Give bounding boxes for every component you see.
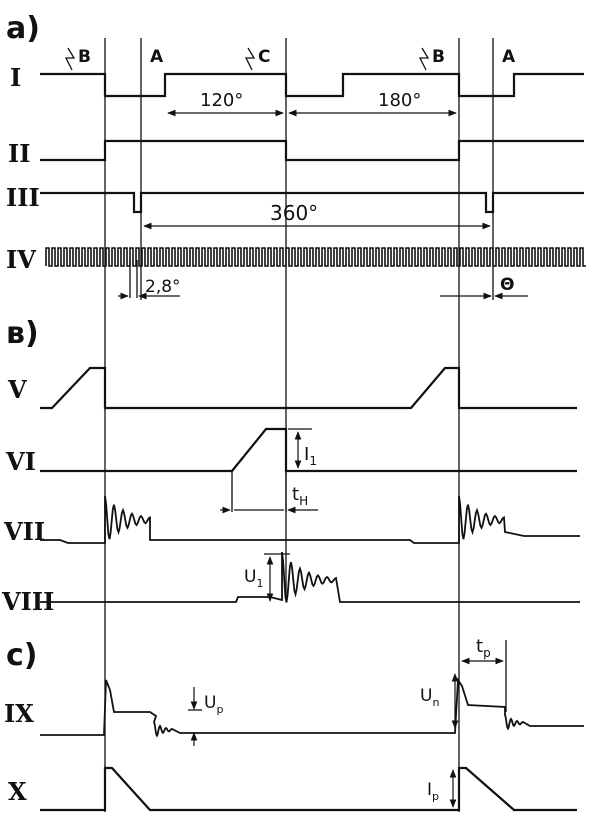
row-label-IV: IV (6, 245, 36, 274)
signal-III (40, 191, 584, 214)
tH-label: tH (292, 484, 308, 508)
row-label-VII: VII (3, 517, 45, 546)
marker-c: C (258, 47, 270, 67)
row-label-III: III (6, 183, 40, 212)
lightning-icon (244, 47, 256, 71)
section-c-label: c) (6, 638, 38, 673)
signal-VII (40, 495, 580, 544)
Up-label: Up (204, 693, 223, 716)
dim-360-label: 360° (270, 201, 318, 225)
row-label-IX: IX (4, 699, 34, 728)
marker-a2: A (502, 47, 516, 67)
row-label-V: V (7, 375, 27, 404)
signal-X (40, 766, 577, 812)
Ip-label: Ip (427, 780, 439, 803)
section-a-label: a) (6, 11, 40, 46)
marker-a1: A (150, 47, 164, 67)
event-markers: B A C B A (64, 47, 516, 71)
theta-label: Θ (500, 275, 514, 295)
lightning-icon (418, 47, 430, 71)
row-label-X: X (8, 777, 27, 806)
marker-b2: B (432, 47, 445, 67)
Un-label: Un (420, 686, 439, 709)
marker-b1: B (78, 47, 91, 67)
U1-label: U1 (244, 567, 263, 590)
section-b-label: в) (6, 316, 39, 351)
tp-label: tp (476, 636, 491, 660)
signal-IX (40, 677, 584, 738)
row-label-I: I (10, 63, 21, 92)
dim-120-label: 120° (200, 90, 243, 111)
signal-II (40, 139, 584, 162)
row-label-II: II (8, 139, 30, 168)
signal-VIII (40, 551, 580, 603)
lightning-icon (64, 47, 76, 71)
signal-I (40, 72, 584, 98)
I1-label: I1 (304, 444, 317, 468)
signal-VI (40, 427, 577, 473)
dim-2-8-label: 2,8° (145, 277, 181, 297)
row-label-VI: VI (5, 447, 36, 476)
row-labels: I II III IV V VI VII VIII IX X (1, 63, 54, 806)
signal-IV (45, 247, 586, 267)
signal-V (40, 366, 577, 410)
dim-180-label: 180° (378, 90, 421, 111)
